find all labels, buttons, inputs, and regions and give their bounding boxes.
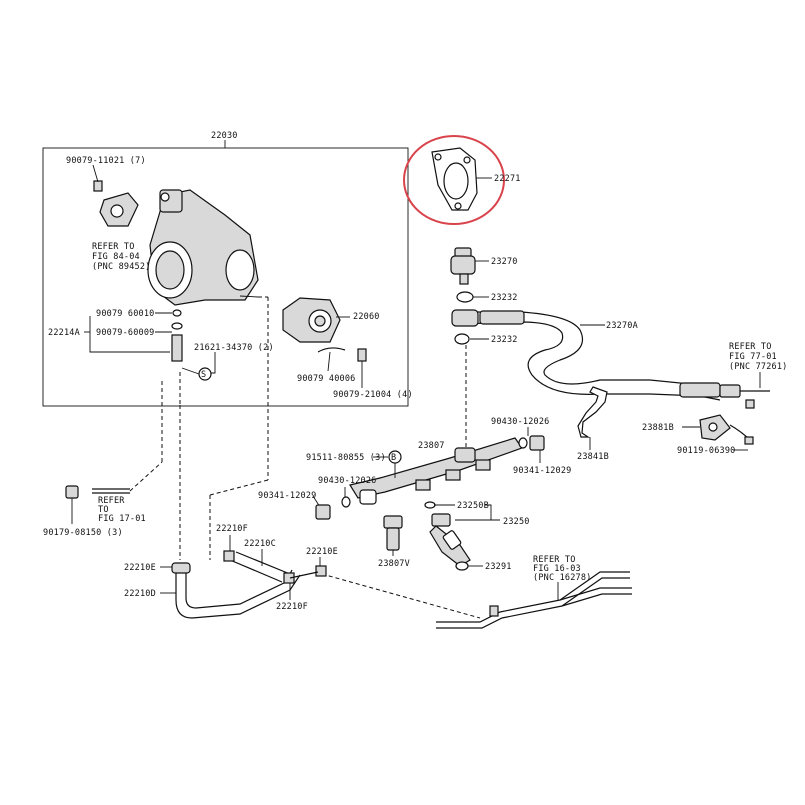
idle-valve-plunger[interactable] xyxy=(171,334,183,362)
label-23841B: 23841B xyxy=(577,452,609,462)
plug-90341-b[interactable] xyxy=(315,504,331,520)
injector-23250[interactable] xyxy=(429,513,471,567)
gasket-22271[interactable] xyxy=(431,147,478,211)
label-refer-fig-77-01-c: (PNC 77261) xyxy=(729,362,788,372)
label-refer-fig-77-01-b: FIG 77-01 xyxy=(729,352,777,362)
idle-speed-control-valve[interactable] xyxy=(282,297,341,343)
label-refer-fig-17-01-c: FIG 17-01 xyxy=(98,514,146,524)
label-90179-08150: 90179-08150 (3) xyxy=(43,528,123,538)
label-refer-fig-84-04-c: (PNC 89452) xyxy=(92,262,151,272)
label-23270: 23270 xyxy=(491,257,518,267)
label-23881B: 23881B xyxy=(642,423,674,433)
bracket-23841B[interactable] xyxy=(577,386,608,438)
o-ring-small[interactable] xyxy=(172,309,182,317)
nut-90179-08150[interactable] xyxy=(65,485,79,499)
label-90341-12029-a: 90341-12029 xyxy=(513,466,572,476)
label-refer-fig-16-03-b: FIG 16-03 xyxy=(533,564,581,574)
label-22210F-b: 22210F xyxy=(276,602,308,612)
fuel-delivery-pipe-23807[interactable] xyxy=(349,437,523,505)
label-B-1: B xyxy=(391,453,396,463)
label-22210D: 22210D xyxy=(124,589,156,599)
fuel-sensor-23881B[interactable] xyxy=(699,399,755,445)
label-90079-40006: 90079 40006 xyxy=(297,374,356,384)
hoses-22210[interactable] xyxy=(171,550,327,619)
gasket-23232-upper[interactable] xyxy=(456,291,474,303)
label-23270A: 23270A xyxy=(606,321,638,331)
label-23232-b: 23232 xyxy=(491,335,518,345)
label-23232-a: 23232 xyxy=(491,293,518,303)
label-23807: 23807 xyxy=(418,441,445,451)
label-91511-80855: 91511-80855 (3) xyxy=(306,453,386,463)
label-22214A: 22214A xyxy=(48,328,80,338)
gasket-23232-lower[interactable] xyxy=(454,333,470,345)
throttle-position-sensor[interactable] xyxy=(93,180,139,227)
label-22210F-a: 22210F xyxy=(216,524,248,534)
label-23807V: 23807V xyxy=(378,559,410,569)
label-23291: 23291 xyxy=(485,562,512,572)
label-90430-12026-b: 90430-12026 xyxy=(318,476,377,486)
throttle-body-group-frame xyxy=(42,147,409,407)
label-refer-fig-84-04-b: FIG 84-04 xyxy=(92,252,140,262)
label-90079-60010: 90079 60010 xyxy=(96,309,155,319)
label-S: S xyxy=(201,370,206,380)
insulator-23291[interactable] xyxy=(455,561,469,571)
label-refer-fig-17-01-b: TO xyxy=(98,505,109,515)
label-23250B: 23250B xyxy=(457,501,489,511)
o-ring[interactable] xyxy=(171,322,183,330)
label-90119-06390: 90119-06390 xyxy=(677,446,736,456)
spacer-23807V[interactable] xyxy=(383,515,403,551)
label-90079-21004: 90079-21004 (4) xyxy=(333,390,413,400)
label-refer-fig-16-03-c: (PNC 16278) xyxy=(533,573,592,583)
label-22210E-b: 22210E xyxy=(124,563,156,573)
o-ring-23250B[interactable] xyxy=(424,501,436,509)
label-refer-fig-84-04-a: REFER TO xyxy=(92,242,135,252)
gasket-22060[interactable] xyxy=(317,347,346,353)
label-22210E-a: 22210E xyxy=(306,547,338,557)
washer-90430-a[interactable] xyxy=(518,437,528,449)
label-refer-fig-17-01-a: REFER xyxy=(98,496,125,506)
label-23250: 23250 xyxy=(503,517,530,527)
label-22060: 22060 xyxy=(353,312,380,322)
label-22030: 22030 xyxy=(211,131,238,141)
fuel-hose-23270A[interactable] xyxy=(451,309,770,401)
fuel-lines[interactable] xyxy=(436,571,632,629)
label-90079-11021: 90079-11021 (7) xyxy=(66,156,146,166)
throttle-body[interactable] xyxy=(147,189,259,306)
label-refer-fig-16-03-a: REFER TO xyxy=(533,555,576,565)
washer-90430-b[interactable] xyxy=(341,496,351,508)
plug-90341-a[interactable] xyxy=(529,435,545,451)
pressure-regulator[interactable] xyxy=(450,247,476,285)
label-22271: 22271 xyxy=(494,174,521,184)
label-22210C: 22210C xyxy=(244,539,276,549)
highlight-ring xyxy=(403,135,505,225)
bolt-90079-21004[interactable] xyxy=(357,348,367,362)
label-refer-fig-77-01-a: REFER TO xyxy=(729,342,772,352)
label-90079-60009: 90079-60009 xyxy=(96,328,155,338)
label-90430-12026-a: 90430-12026 xyxy=(491,417,550,427)
label-90341-12029-b: 90341-12029 xyxy=(258,491,317,501)
label-21621-34370: 21621-34370 (2) xyxy=(194,343,274,353)
